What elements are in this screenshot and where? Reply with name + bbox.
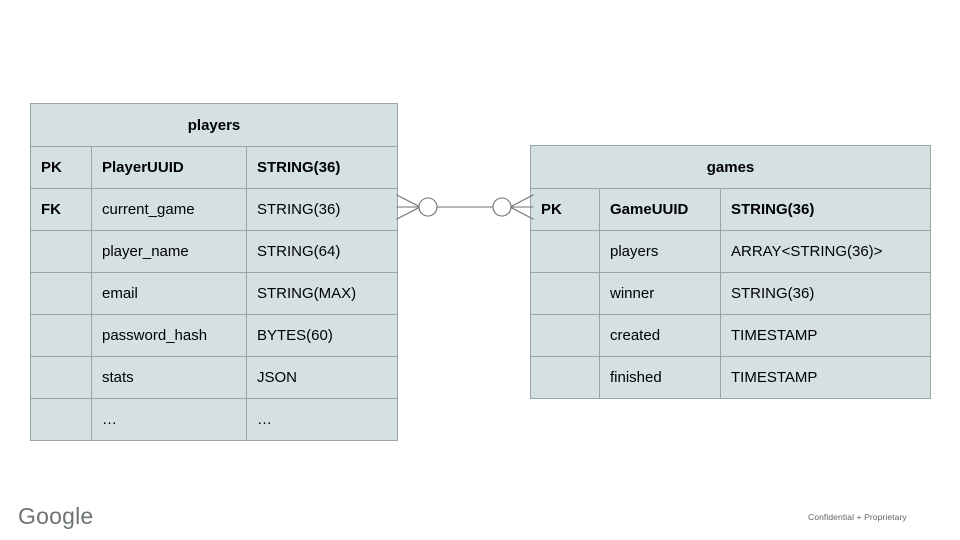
row-field-name: players [599, 230, 721, 273]
row-key [530, 314, 600, 357]
row-key [530, 272, 600, 315]
row-key: FK [30, 188, 92, 231]
table-row[interactable]: stats JSON [30, 356, 399, 399]
row-key [30, 314, 92, 357]
row-field-type: STRING(36) [719, 188, 932, 231]
google-logo: Google [18, 503, 94, 529]
row-field-type: … [245, 398, 399, 441]
table-row[interactable]: PK GameUUID STRING(36) [530, 188, 932, 231]
table-row[interactable]: created TIMESTAMP [530, 314, 932, 357]
row-field-type: TIMESTAMP [719, 314, 932, 357]
table-row[interactable]: FK current_game STRING(36) [30, 188, 399, 231]
row-key: PK [30, 146, 92, 189]
optionality-circle-left [418, 197, 438, 217]
row-field-type: BYTES(60) [245, 314, 399, 357]
entity-table-players[interactable]: players PK PlayerUUID STRING(36) FK curr… [29, 103, 399, 441]
entity-title-row: players [29, 103, 399, 147]
table-row[interactable]: player_name STRING(64) [30, 230, 399, 273]
row-field-type: STRING(36) [245, 146, 399, 189]
row-field-name: … [91, 398, 247, 441]
crows-foot-right [509, 194, 534, 220]
table-row[interactable]: players ARRAY<STRING(36)> [530, 230, 932, 273]
row-field-type: JSON [245, 356, 399, 399]
row-key: PK [530, 188, 600, 231]
table-row[interactable]: password_hash BYTES(60) [30, 314, 399, 357]
confidentiality-notice: Confidential + Proprietary [808, 512, 907, 522]
row-field-type: STRING(36) [245, 188, 399, 231]
row-key [30, 272, 92, 315]
row-field-name: GameUUID [599, 188, 721, 231]
row-field-name: PlayerUUID [91, 146, 247, 189]
table-row[interactable]: finished TIMESTAMP [530, 356, 932, 399]
row-field-name: player_name [91, 230, 247, 273]
row-field-name: created [599, 314, 721, 357]
row-key [530, 230, 600, 273]
table-row[interactable]: winner STRING(36) [530, 272, 932, 315]
row-field-type: STRING(64) [245, 230, 399, 273]
row-field-type: TIMESTAMP [719, 356, 932, 399]
entity-title-games: games [529, 145, 932, 189]
relationship-connector-players-games[interactable] [390, 182, 540, 232]
row-field-type: ARRAY<STRING(36)> [719, 230, 932, 273]
row-field-name: stats [91, 356, 247, 399]
optionality-circle-right [492, 197, 512, 217]
row-key [530, 356, 600, 399]
row-field-type: STRING(MAX) [245, 272, 399, 315]
crows-foot-left [396, 194, 421, 220]
table-row[interactable]: PK PlayerUUID STRING(36) [30, 146, 399, 189]
entity-table-games[interactable]: games PK GameUUID STRING(36) players ARR… [529, 145, 932, 399]
row-key [30, 230, 92, 273]
row-key [30, 356, 92, 399]
table-row[interactable]: email STRING(MAX) [30, 272, 399, 315]
row-field-name: password_hash [91, 314, 247, 357]
table-row[interactable]: … … [30, 398, 399, 441]
row-field-name: current_game [91, 188, 247, 231]
row-field-type: STRING(36) [719, 272, 932, 315]
row-field-name: finished [599, 356, 721, 399]
entity-title-players: players [29, 103, 399, 147]
row-key [30, 398, 92, 441]
row-field-name: winner [599, 272, 721, 315]
row-field-name: email [91, 272, 247, 315]
entity-title-row: games [529, 145, 932, 189]
